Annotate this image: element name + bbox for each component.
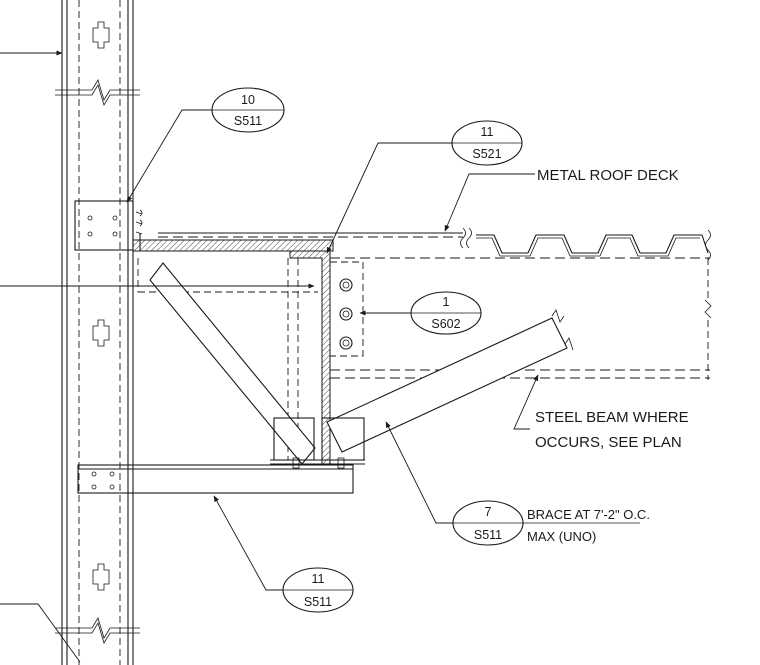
right-rising-brace: [321, 309, 574, 461]
note-brace-line1: BRACE AT 7'-2" O.C.: [527, 507, 650, 522]
callout-11-s511[interactable]: 11 S511: [282, 567, 354, 613]
bottom-plate: [270, 457, 365, 469]
callout-11-s521-leader: [326, 142, 452, 254]
stud-knockouts: [92, 21, 110, 591]
callout-7-leader: [385, 421, 453, 524]
callout-10-s511[interactable]: 10 S511: [211, 87, 285, 133]
callout-number: 1: [443, 295, 450, 309]
callout-11-bottom-leader: [213, 495, 283, 591]
metal-roof-deck: [476, 229, 711, 261]
deck-plate: [132, 232, 463, 466]
bottom-left-leader: [0, 603, 81, 663]
callout-10-leader: [126, 109, 212, 203]
deck-break: [460, 227, 472, 249]
callout-number: 11: [481, 125, 494, 139]
callout-1-s602[interactable]: 1 S602: [410, 291, 482, 335]
callout-sheet: S511: [304, 595, 332, 609]
steel-beam-leader: [513, 374, 539, 430]
callout-sheet: S521: [472, 147, 501, 161]
callout-11-s521[interactable]: 11 S521: [451, 120, 523, 166]
callout-number: 11: [312, 572, 325, 586]
callout-number: 7: [485, 505, 492, 519]
note-brace-line2: MAX (UNO): [527, 529, 596, 544]
shear-tab: [329, 261, 364, 357]
note-metal-roof-deck: METAL ROOF DECK: [537, 167, 679, 184]
callout-number: 10: [241, 93, 255, 107]
callout-sheet: S511: [234, 114, 262, 128]
wall-break-top: [55, 79, 140, 106]
lower-ledger-angle: [77, 464, 354, 494]
callout-sheet: S602: [431, 317, 460, 331]
wall-break-bottom: [55, 617, 140, 644]
callout-7-s511[interactable]: 7 S511: [452, 500, 640, 546]
note-steel-beam-line2: OCCURS, SEE PLAN: [535, 434, 682, 451]
wall-column: [61, 0, 134, 665]
note-steel-beam-line1: STEEL BEAM WHERE: [535, 409, 689, 426]
upper-clip-angle: [74, 200, 143, 251]
left-diagonal-brace: [149, 262, 316, 465]
roof-deck-leader: [444, 173, 535, 232]
callout-sheet: S511: [474, 528, 502, 542]
